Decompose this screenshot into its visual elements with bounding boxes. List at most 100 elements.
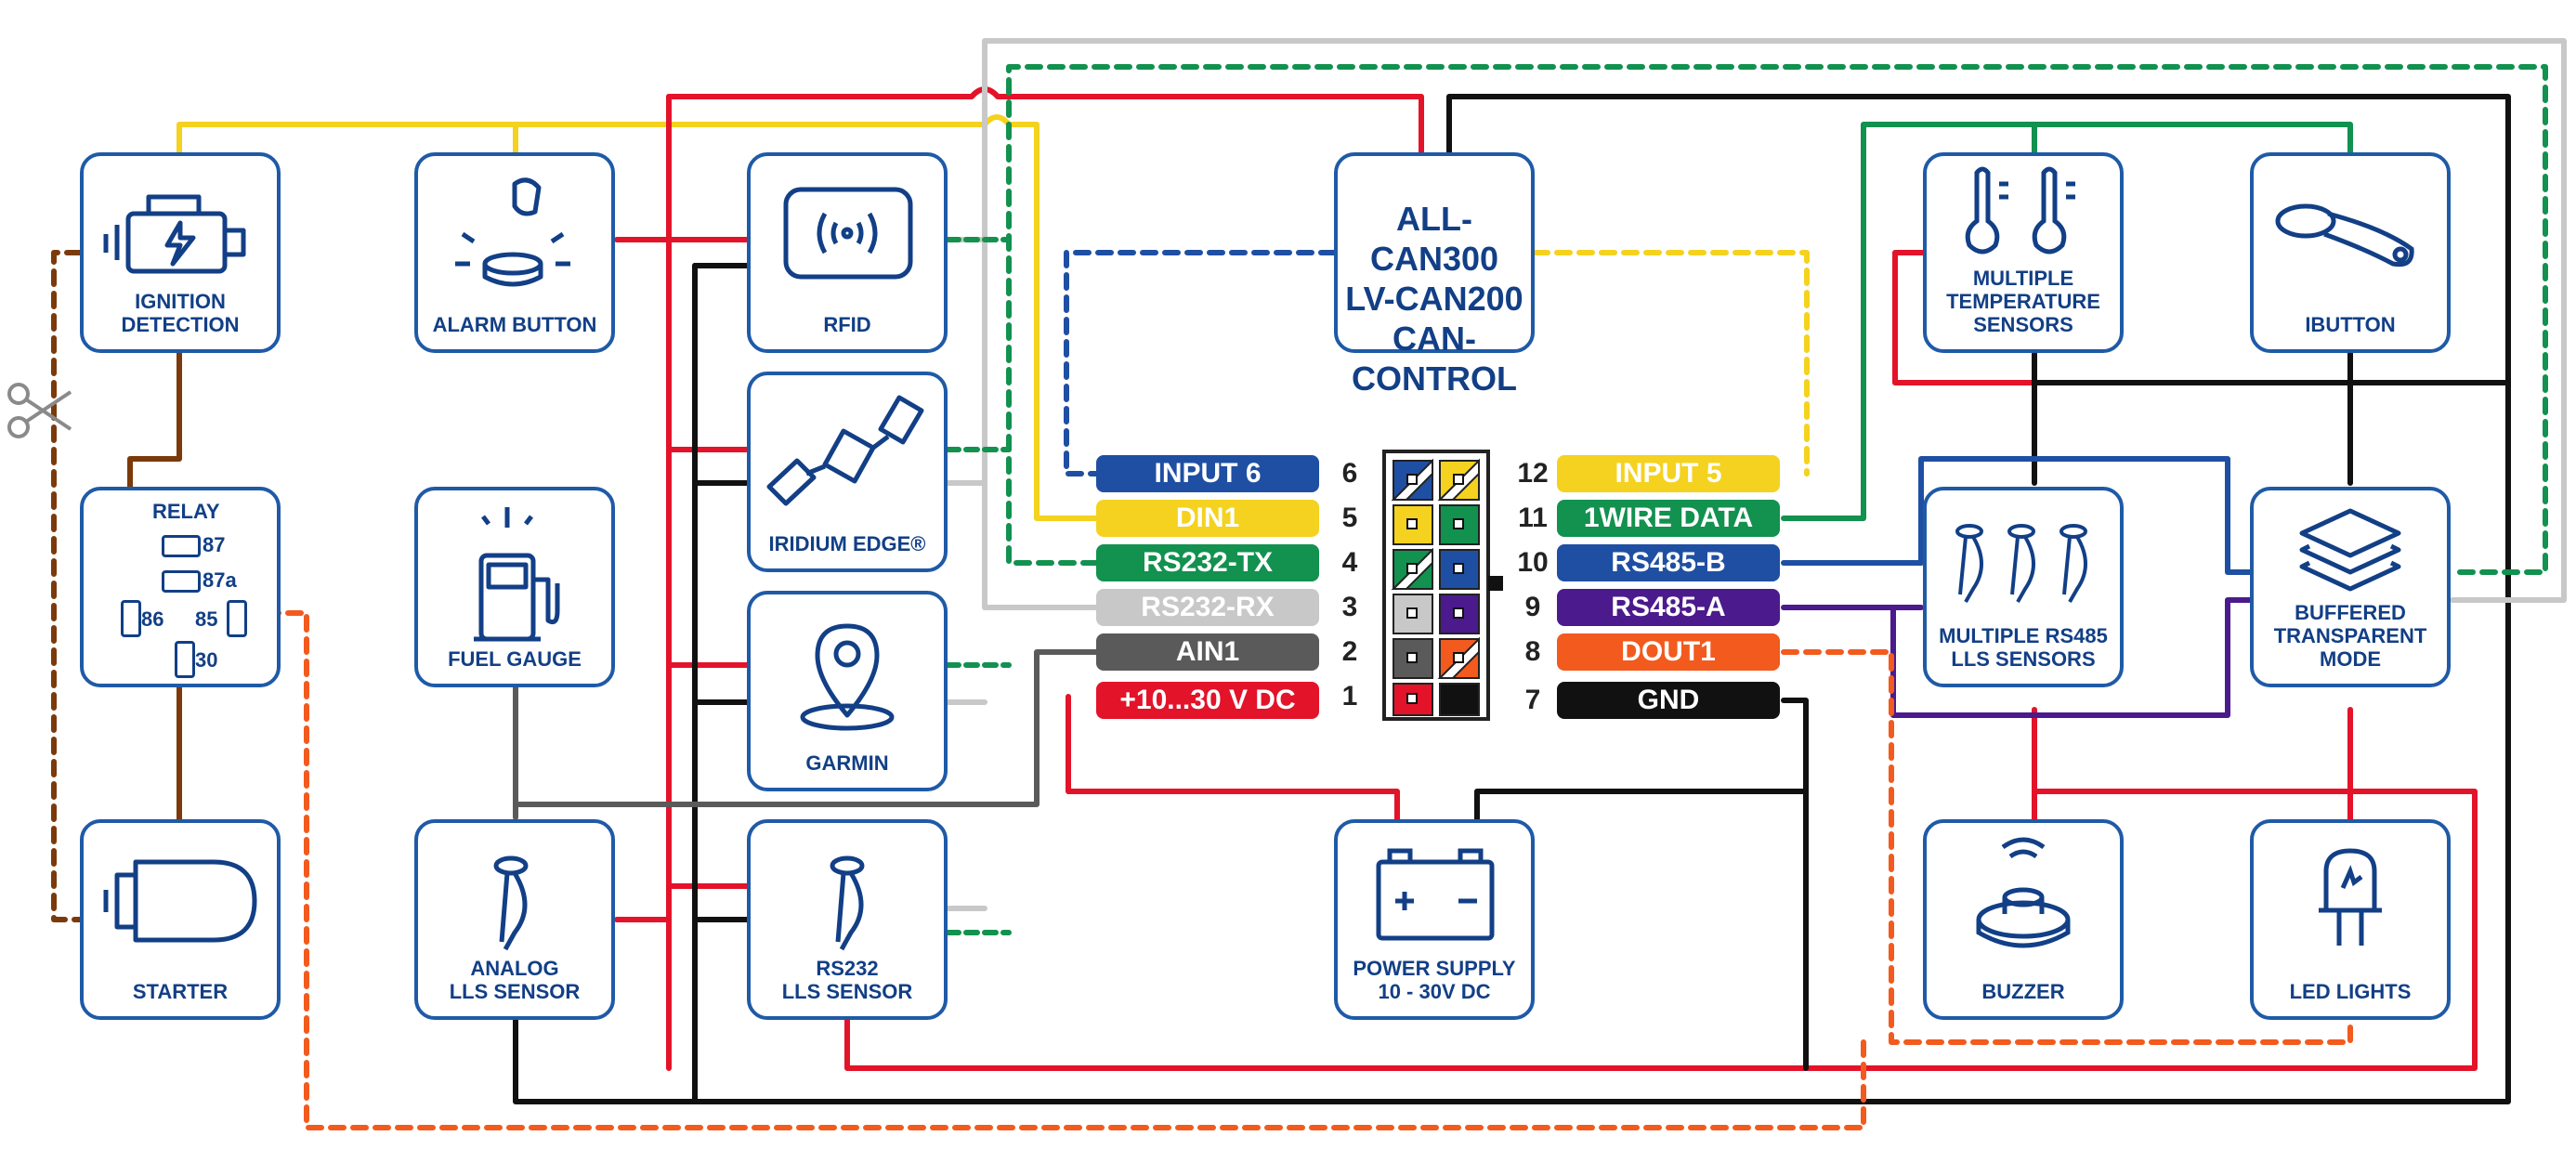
iridium-edge-box[interactable]: IRIDIUM EDGE® — [747, 372, 948, 572]
pin-num-11: 11 — [1518, 503, 1548, 533]
connector-block — [1382, 450, 1503, 721]
buzzer-box[interactable]: BUZZER — [1923, 819, 2124, 1020]
wire-red-top — [666, 86, 1424, 155]
wire-can-input6 — [1064, 250, 1337, 477]
pin-label-dout1: DOUT1 — [1557, 633, 1780, 671]
fuel-gauge-box[interactable]: FUEL GAUGE — [414, 487, 615, 687]
rfid-box[interactable]: RFID — [747, 152, 948, 353]
ignition-detection-box[interactable]: IGNITION DETECTION — [80, 152, 281, 353]
wire-rs232-tx — [1006, 64, 2548, 575]
pin-num-1: 1 — [1341, 681, 1358, 712]
alarm-button-label: ALARM BUTTON — [432, 313, 597, 336]
rfid-icon — [783, 187, 913, 280]
led-lights-box[interactable]: LED LIGHTS — [2250, 819, 2451, 1020]
pin-num-7: 7 — [1524, 685, 1541, 715]
analog-lls-label: ANALOG LLS SENSOR — [449, 957, 581, 1003]
pin-num-12: 12 — [1517, 458, 1549, 489]
alarm-button-box[interactable]: ALARM BUTTON — [414, 152, 615, 353]
pin-num-4: 4 — [1341, 547, 1358, 578]
pin-label-input6: INPUT 6 — [1096, 455, 1319, 492]
satellite-icon — [766, 395, 924, 506]
wire-rs232-rx — [982, 38, 2567, 610]
buffered-transparent-box[interactable]: BUFFERED TRANSPARENT MODE — [2250, 487, 2451, 687]
wire-red-bottom-right — [1864, 789, 2478, 1071]
pin-num-6: 6 — [1341, 458, 1358, 489]
buzzer-icon — [1976, 837, 2071, 948]
layers-icon — [2299, 508, 2401, 592]
pin-label-gnd: GND — [1557, 682, 1780, 719]
relay-pin-86-icon — [121, 600, 141, 637]
fuel-gauge-label: FUEL GAUGE — [448, 647, 582, 671]
pin-num-3: 3 — [1341, 592, 1358, 622]
relay-pin-85-icon — [227, 600, 247, 637]
wire-black-power — [1474, 789, 1809, 822]
pin-label-rs485-b: RS485-B — [1557, 544, 1780, 581]
relay-pin-30: 30 — [195, 648, 218, 672]
wire-gnd — [1781, 698, 1809, 1071]
ignition-detection-label: IGNITION DETECTION — [121, 290, 240, 336]
buzzer-label: BUZZER — [1981, 980, 2065, 1003]
relay-box[interactable]: RELAY 87 87a 86 85 30 — [80, 487, 281, 687]
starter-motor-icon — [103, 859, 257, 943]
relay-pin-87a-icon — [162, 570, 201, 593]
pin-label-input5: INPUT 5 — [1557, 455, 1780, 492]
pin-label-power-plus: +10...30 V DC — [1096, 682, 1319, 719]
temperature-sensors-box[interactable]: MULTIPLE TEMPERATURE SENSORS — [1923, 152, 2124, 353]
buffered-transparent-label: BUFFERED TRANSPARENT MODE — [2273, 601, 2427, 671]
rs232-lls-label: RS232 LLS SENSOR — [781, 957, 913, 1003]
power-supply-label: POWER SUPPLY 10 - 30V DC — [1353, 957, 1516, 1003]
wire-1wire — [1781, 122, 2353, 521]
wire-dout1-relay — [272, 610, 1866, 1130]
wire-red-temp — [1892, 250, 2037, 385]
can-adapter-label: ALL-CAN300 LV-CAN200 CAN-CONTROL — [1345, 200, 1523, 398]
wire-can-input5 — [1532, 250, 1810, 477]
alarm-button-icon — [455, 177, 570, 287]
garmin-label: GARMIN — [805, 751, 889, 775]
analog-lls-box[interactable]: ANALOG LLS SENSOR — [414, 819, 615, 1020]
wire-power-plus-bus — [1066, 694, 1400, 822]
relay-pin-30-icon — [175, 641, 195, 678]
starter-label: STARTER — [132, 980, 229, 1003]
relay-pin-87a: 87a — [203, 568, 237, 592]
fuel-sensor-icon — [1955, 524, 2087, 603]
battery-icon — [1376, 848, 1495, 941]
pin-label-rs232-tx: RS232-TX — [1096, 544, 1319, 581]
pin-label-din1: DIN1 — [1096, 500, 1319, 537]
pin-label-rs232-rx: RS232-RX — [1096, 589, 1319, 626]
wire-rs485-b-loop — [1918, 456, 2253, 575]
rs485-lls-box[interactable]: MULTIPLE RS485 LLS SENSORS — [1923, 487, 2124, 687]
pin-label-rs485-a: RS485-A — [1557, 589, 1780, 626]
relay-title: RELAY — [152, 500, 220, 523]
led-lights-label: LED LIGHTS — [2289, 980, 2412, 1003]
pin-label-ain1: AIN1 — [1096, 633, 1319, 671]
relay-pin-86: 86 — [141, 607, 164, 631]
temperature-sensors-label: MULTIPLE TEMPERATURE SENSORS — [1946, 267, 2100, 336]
pin-num-8: 8 — [1524, 636, 1541, 667]
pin-label-1wire-data: 1WIRE DATA — [1557, 500, 1780, 537]
ibutton-label: IBUTTON — [2305, 313, 2396, 336]
can-adapter-box[interactable]: ALL-CAN300 LV-CAN200 CAN-CONTROL — [1334, 152, 1535, 398]
ibutton-key-icon — [2275, 203, 2414, 268]
wire-red-buzzer — [2032, 707, 2353, 794]
rs485-lls-label: MULTIPLE RS485 LLS SENSORS — [1939, 624, 2108, 671]
relay-pin-87-icon — [162, 535, 201, 557]
scissors-icon — [7, 383, 72, 438]
iridium-edge-label: IRIDIUM EDGE® — [768, 532, 926, 555]
map-pin-icon — [800, 623, 895, 731]
fuel-sensor-icon — [830, 855, 865, 951]
wire-dout1 — [1781, 649, 2353, 1045]
power-supply-box[interactable]: POWER SUPPLY 10 - 30V DC — [1334, 819, 1535, 1020]
pin-num-10: 10 — [1517, 547, 1549, 578]
thermometer-icon — [1965, 166, 2075, 255]
pin-num-2: 2 — [1341, 636, 1358, 667]
wire-ain1 — [513, 649, 1099, 807]
pin-num-9: 9 — [1524, 592, 1541, 622]
pin-num-5: 5 — [1341, 503, 1358, 533]
relay-pin-87: 87 — [203, 533, 226, 556]
starter-box[interactable]: STARTER — [80, 819, 281, 1020]
garmin-box[interactable]: GARMIN — [747, 591, 948, 791]
rs232-lls-box[interactable]: RS232 LLS SENSOR — [747, 819, 948, 1020]
wire-red-rs232lls-bottom — [844, 1015, 1870, 1071]
ibutton-box[interactable]: IBUTTON — [2250, 152, 2451, 353]
